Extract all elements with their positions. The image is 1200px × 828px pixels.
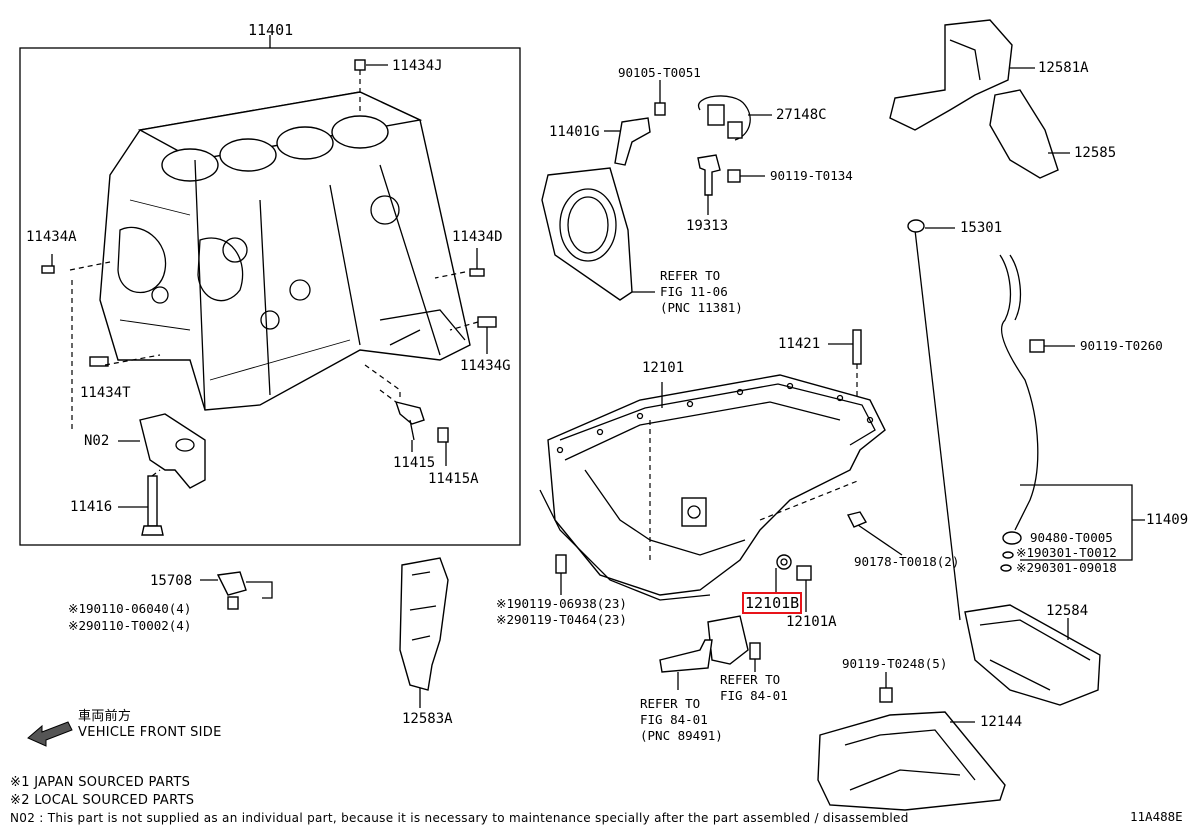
label-90480-t0005[interactable]: 90480-T0005 [1030, 530, 1113, 545]
label-12581a[interactable]: 12581A [1038, 60, 1089, 76]
dipstick-15301 [914, 229, 961, 621]
footnote-n02: N02 : This part is not supplied as an in… [10, 811, 909, 825]
label-90119-t0260[interactable]: 90119-T0260 [1080, 338, 1163, 353]
front-arrow-icon [27, 721, 73, 747]
label-11409[interactable]: 11409 [1146, 512, 1189, 528]
label-27148c[interactable]: 27148C [776, 107, 827, 123]
label-12585[interactable]: 12585 [1074, 145, 1117, 161]
pin-11434t [89, 356, 109, 367]
rear-oil-seal-retainer [541, 167, 633, 301]
refer-fig-84-01-pnc[interactable]: (PNC 89491) [640, 728, 723, 743]
label-90119-t0464[interactable]: ※290119-T0464(23) [496, 612, 627, 627]
cover-12585 [989, 89, 1059, 179]
guide-tube-11409 [999, 254, 1039, 531]
oil-jet-11415 [394, 401, 425, 425]
label-11416[interactable]: 11416 [70, 499, 113, 515]
bracket-15708 [216, 571, 247, 596]
label-11434g[interactable]: 11434G [460, 358, 511, 374]
label-12584[interactable]: 12584 [1046, 603, 1089, 619]
cylinder-block-illustration [99, 91, 471, 411]
label-90110-t0002[interactable]: ※290110-T0002(4) [68, 618, 192, 633]
refer-fig-84-01-a-line2[interactable]: FIG 84-01 [640, 712, 708, 727]
gasket-12101b [776, 554, 792, 570]
refer-fig-11-06-line1[interactable]: REFER TO [660, 268, 721, 283]
pin-11434d [469, 268, 485, 277]
pin-11434a [41, 265, 55, 274]
harness-27148c [697, 95, 751, 141]
refer-fig-11-06-line3[interactable]: (PNC 11381) [660, 300, 743, 315]
cover-12581a [889, 19, 1013, 131]
pin-11434j [354, 59, 366, 71]
label-90119-06938[interactable]: ※190119-06938(23) [496, 596, 627, 611]
bolt-90119-06938 [555, 554, 567, 574]
figure-code: 11A488E [1130, 809, 1183, 824]
footnote-local-sourced: ※2 LOCAL SOURCED PARTS [10, 793, 195, 808]
refer-fig-84-01-a-line1[interactable]: REFER TO [640, 696, 701, 711]
label-11415[interactable]: 11415 [393, 455, 436, 471]
label-90301-09018[interactable]: ※290301-09018 [1016, 560, 1117, 575]
stud-11421 [852, 329, 862, 365]
label-90178-t0018[interactable]: 90178-T0018(2) [854, 554, 960, 569]
label-90105-t0051[interactable]: 90105-T0051 [618, 65, 701, 80]
label-11434a[interactable]: 11434A [26, 229, 77, 245]
label-15301[interactable]: 15301 [960, 220, 1003, 236]
cover-12584 [964, 604, 1101, 706]
label-90110-06040[interactable]: ※190110-06040(4) [68, 601, 192, 616]
label-11434d[interactable]: 11434D [452, 229, 503, 245]
direction-label-en: VEHICLE FRONT SIDE [78, 725, 222, 740]
label-11421[interactable]: 11421 [778, 336, 821, 352]
label-11434t[interactable]: 11434T [80, 385, 131, 401]
sensor-11401g [614, 117, 651, 166]
label-12101b-highlighted[interactable]: 12101B [741, 592, 803, 614]
label-12101[interactable]: 12101 [642, 360, 685, 376]
label-90119-t0134[interactable]: 90119-T0134 [770, 168, 853, 183]
drain-plug-12101a [796, 565, 812, 581]
footnote-japan-sourced: ※1 JAPAN SOURCED PARTS [10, 775, 191, 790]
refer-fig-11-06-line2[interactable]: FIG 11-06 [660, 284, 728, 299]
label-11434j[interactable]: 11434J [392, 58, 443, 74]
label-12144[interactable]: 12144 [980, 714, 1023, 730]
label-12583a[interactable]: 12583A [402, 711, 453, 727]
label-12101a[interactable]: 12101A [786, 614, 837, 630]
nut-90178 [846, 511, 868, 528]
oil-strainer [707, 615, 749, 665]
refer-fig-84-01-b-line1[interactable]: REFER TO [720, 672, 781, 687]
refer-fig-84-01-b-line2[interactable]: FIG 84-01 [720, 688, 788, 703]
label-90301-t0012[interactable]: ※190301-T0012 [1016, 545, 1117, 560]
plate-12583a [399, 557, 449, 691]
pin-11434g [477, 316, 497, 328]
bracket-19313 [697, 154, 721, 196]
label-15708[interactable]: 15708 [150, 573, 193, 589]
label-19313[interactable]: 19313 [686, 218, 729, 234]
bearing-cap-n02 [139, 413, 206, 489]
label-n02[interactable]: N02 [84, 433, 110, 449]
oil-pan-12101 [539, 374, 886, 601]
bolt-11416 [147, 475, 158, 527]
plate-12144 [817, 711, 1006, 811]
direction-label-jp: 車両前方 [78, 709, 132, 724]
label-90119-t0248[interactable]: 90119-T0248(5) [842, 656, 948, 671]
label-11401g[interactable]: 11401G [549, 124, 600, 140]
label-11401[interactable]: 11401 [248, 21, 294, 39]
label-11415a[interactable]: 11415A [428, 471, 479, 487]
bolt-90119-t0248 [879, 687, 893, 703]
